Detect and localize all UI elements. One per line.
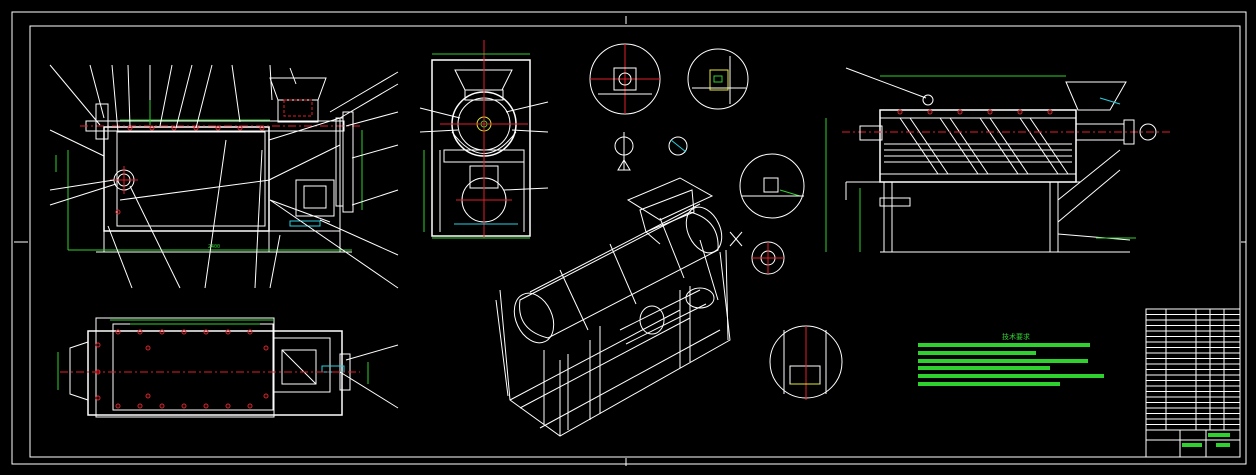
- note-line-4: [918, 366, 1050, 370]
- notes-title: 技术要求: [1002, 332, 1030, 341]
- title-block: [1145, 308, 1241, 458]
- section-view: [825, 67, 1170, 253]
- note-line-3: [918, 359, 1088, 363]
- front-view: 2400: [49, 64, 399, 289]
- svg-text:2400: 2400: [208, 244, 220, 250]
- note-line-5: [918, 374, 1104, 378]
- side-view: [419, 40, 549, 239]
- technical-notes: 技术要求: [918, 332, 1104, 386]
- top-view: [57, 317, 399, 418]
- note-line-2: [918, 351, 1036, 355]
- note-line-1: [918, 343, 1090, 347]
- sheet-frame: [11, 11, 1247, 466]
- detail-views: [589, 43, 843, 400]
- isometric-view: [495, 177, 731, 437]
- note-line-6: [918, 382, 1060, 386]
